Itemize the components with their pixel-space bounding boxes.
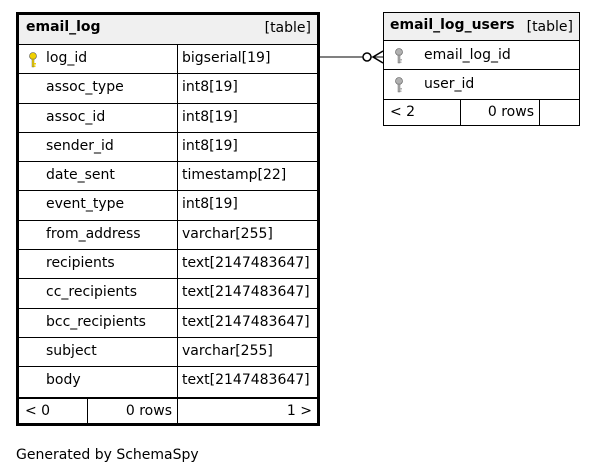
column-name-cell: date_sent xyxy=(19,162,178,191)
table-footer: < 2 0 rows xyxy=(384,99,579,125)
column-type: varchar[255] xyxy=(182,225,273,242)
column-name: body xyxy=(46,372,81,389)
column-type: varchar[255] xyxy=(182,342,273,359)
column-row: subject varchar[255] xyxy=(19,337,317,368)
column-name-cell: cc_recipients xyxy=(19,279,178,308)
column-name: event_type xyxy=(46,196,125,213)
table-name: email_log_users xyxy=(390,17,515,33)
column-type: int8[19] xyxy=(182,137,238,154)
column-row: date_sent timestamp[22] xyxy=(19,162,317,192)
column-name-cell: log_id xyxy=(19,45,178,74)
column-type-cell: int8[19] xyxy=(178,104,317,132)
column-row: bcc_recipients text[2147483647] xyxy=(19,308,317,338)
column-type-cell: text[2147483647] xyxy=(178,367,317,396)
column-row: log_id bigserial[19] xyxy=(19,45,317,75)
column-row: assoc_id int8[19] xyxy=(19,103,317,133)
table-kind: [table] xyxy=(264,20,311,36)
column-row: sender_id int8[19] xyxy=(19,132,317,163)
column-name: email_log_id xyxy=(424,47,511,63)
key-icon xyxy=(395,77,403,93)
table-email-log: email_log [table] log_id bigserial[19] ass… xyxy=(16,12,320,426)
column-name: assoc_id xyxy=(46,108,106,125)
column-type-cell: text[2147483647] xyxy=(178,250,317,278)
column-name-cell: email_log_id xyxy=(384,41,579,69)
key-icon xyxy=(29,52,37,68)
column-name: from_address xyxy=(46,225,141,242)
column-type-cell: timestamp[22] xyxy=(178,162,317,190)
zero-cardinality-marker xyxy=(362,52,372,62)
column-name: user_id xyxy=(424,76,475,92)
column-name: assoc_type xyxy=(46,79,124,96)
column-type: bigserial[19] xyxy=(182,50,271,66)
column-row: user_id xyxy=(384,70,579,99)
column-name-cell: user_id xyxy=(384,70,579,99)
column-type-cell: text[2147483647] xyxy=(178,309,317,337)
column-name-cell: body xyxy=(19,367,178,397)
column-type-cell: text[2147483647] xyxy=(178,279,317,307)
column-name-cell: bcc_recipients xyxy=(19,308,178,337)
column-name: sender_id xyxy=(46,137,114,154)
crowfoot-marker xyxy=(372,56,384,64)
row-count: 0 rows xyxy=(88,398,178,423)
column-name-cell: assoc_id xyxy=(19,103,178,132)
column-type-cell: int8[19] xyxy=(178,191,317,219)
table-kind: [table] xyxy=(526,19,573,35)
column-name: date_sent xyxy=(46,167,115,184)
table-header: email_log [table] xyxy=(19,15,317,45)
table-footer: < 0 0 rows 1 > xyxy=(19,396,317,423)
column-type: int8[19] xyxy=(182,196,238,213)
key-icon xyxy=(395,48,403,64)
crowfoot-marker xyxy=(372,50,384,58)
column-row: from_address varchar[255] xyxy=(19,220,317,251)
parents-count: < 2 xyxy=(384,100,461,125)
column-name: log_id xyxy=(46,50,88,66)
column-row: body text[2147483647] xyxy=(19,367,317,397)
column-row: email_log_id xyxy=(384,41,579,70)
column-name-cell: subject xyxy=(19,337,178,367)
column-name-cell: event_type xyxy=(19,191,178,220)
table-header: email_log_users [table] xyxy=(384,13,579,41)
column-row: recipients text[2147483647] xyxy=(19,250,317,280)
column-type-cell: varchar[255] xyxy=(178,221,317,249)
column-type-cell: bigserial[19] xyxy=(178,45,317,73)
column-type: text[2147483647] xyxy=(182,284,310,301)
column-name: subject xyxy=(46,342,97,359)
column-name: cc_recipients xyxy=(46,284,138,301)
column-type-cell: varchar[255] xyxy=(178,338,317,366)
column-name-cell: from_address xyxy=(19,220,178,250)
column-type: int8[19] xyxy=(182,108,238,125)
parents-count: < 0 xyxy=(19,398,88,423)
generator-caption: Generated by SchemaSpy xyxy=(16,447,199,463)
column-name: bcc_recipients xyxy=(46,313,146,330)
column-name-cell: sender_id xyxy=(19,132,178,162)
column-type: int8[19] xyxy=(182,79,238,96)
column-type-cell: int8[19] xyxy=(178,133,317,161)
row-count: 0 rows xyxy=(461,100,540,125)
column-type: text[2147483647] xyxy=(182,372,310,389)
column-type: text[2147483647] xyxy=(182,255,310,272)
column-row: event_type int8[19] xyxy=(19,191,317,221)
column-name-cell: recipients xyxy=(19,250,178,279)
column-type-cell: int8[19] xyxy=(178,74,317,102)
column-row: cc_recipients text[2147483647] xyxy=(19,279,317,309)
table-name: email_log xyxy=(26,19,101,35)
column-type: text[2147483647] xyxy=(182,313,310,330)
column-name-cell: assoc_type xyxy=(19,74,178,103)
column-name: recipients xyxy=(46,255,115,272)
children-count: 1 > xyxy=(286,402,312,419)
column-row: assoc_type int8[19] xyxy=(19,74,317,104)
column-type: timestamp[22] xyxy=(182,167,287,184)
